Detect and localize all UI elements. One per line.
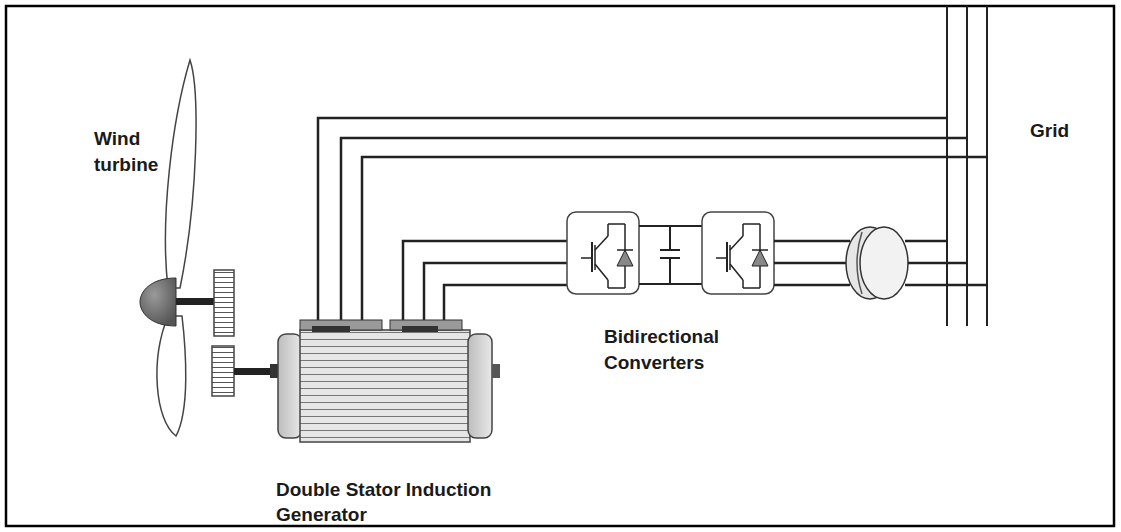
converter-wires	[774, 241, 850, 285]
wind-turbine	[140, 60, 214, 436]
transformer	[846, 227, 908, 299]
gearbox	[212, 270, 276, 396]
grid-wires	[905, 241, 987, 285]
converter-label: Bidirectional Converters	[604, 324, 764, 375]
generator-label: Double Stator Induction Generator	[276, 477, 536, 528]
grid-label: Grid	[1030, 118, 1100, 144]
converter	[702, 212, 774, 294]
capacitor	[639, 226, 702, 284]
grid-bus	[947, 6, 987, 326]
generator	[270, 320, 500, 442]
rotor-wires	[403, 241, 567, 322]
converter	[567, 212, 639, 294]
frame	[6, 6, 1114, 526]
turbine-label: Wind turbine	[94, 126, 184, 177]
stator-wires	[318, 118, 987, 322]
